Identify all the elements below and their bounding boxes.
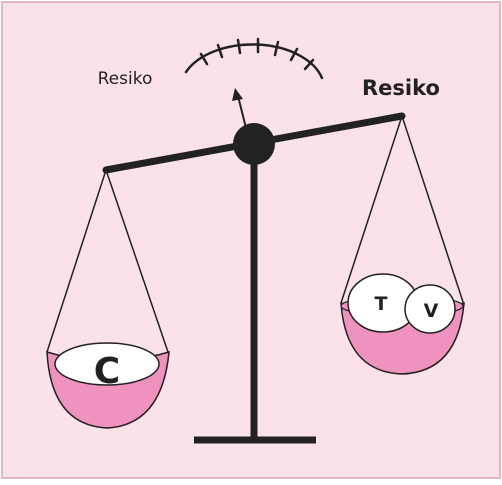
pivot-knob-icon	[233, 123, 275, 165]
gauge-needle-arrow	[232, 88, 247, 129]
item-label-t: T	[375, 293, 388, 315]
risk-label-left: Resiko	[98, 69, 153, 89]
item-label-c: C	[94, 351, 120, 392]
right-pan-item-v: V	[404, 284, 456, 334]
risk-label-right: Resiko	[362, 76, 440, 100]
left-pan-item-c: C	[54, 342, 160, 392]
gauge-dial-icon	[184, 37, 324, 80]
left-pan-strings	[46, 169, 170, 356]
item-label-v: V	[424, 300, 439, 322]
right-pan-strings	[340, 115, 465, 306]
